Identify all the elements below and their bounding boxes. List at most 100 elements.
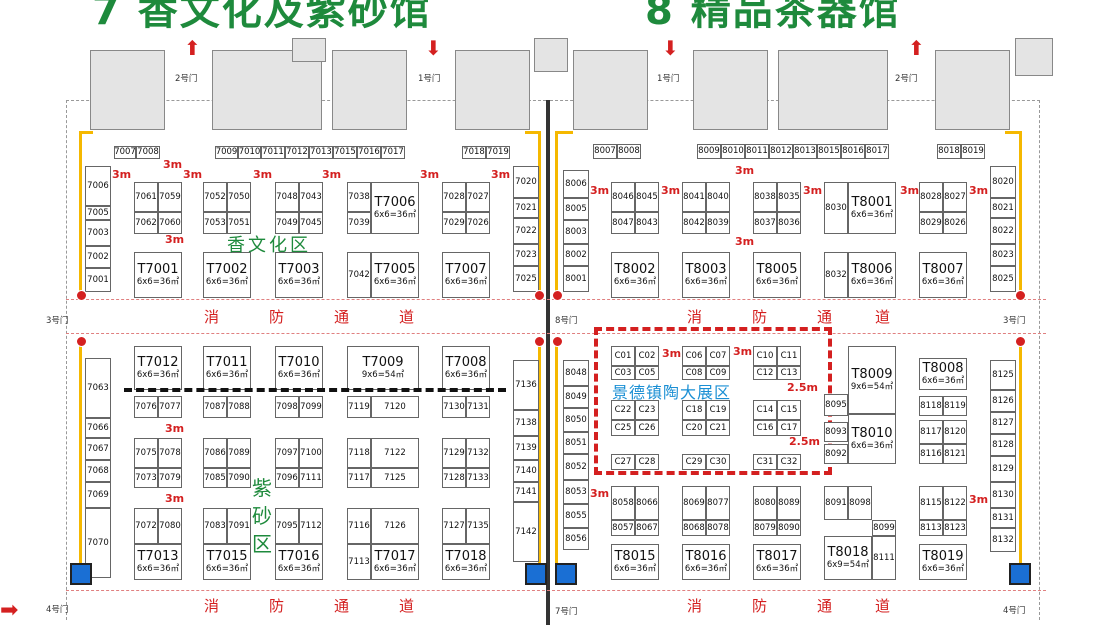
- booth[interactable]: 8067: [635, 520, 659, 536]
- booth[interactable]: C02: [635, 346, 659, 366]
- booth[interactable]: 8123: [943, 520, 967, 536]
- booth[interactable]: 7025: [513, 266, 539, 292]
- booth[interactable]: 8039: [706, 212, 730, 234]
- booth[interactable]: 8049: [563, 386, 589, 408]
- booth[interactable]: 8056: [563, 528, 589, 550]
- booth[interactable]: C16: [753, 420, 777, 436]
- booth[interactable]: 7010: [238, 146, 261, 159]
- booth[interactable]: 7076: [134, 396, 158, 418]
- booth[interactable]: 7077: [158, 396, 182, 418]
- booth[interactable]: 8048: [563, 360, 589, 386]
- booth[interactable]: C03: [611, 366, 635, 380]
- booth[interactable]: 7027: [466, 182, 490, 212]
- booth[interactable]: 8099: [872, 520, 896, 536]
- booth[interactable]: 7008: [136, 146, 160, 159]
- booth[interactable]: 8010: [721, 144, 745, 159]
- booth[interactable]: 7013: [309, 146, 333, 159]
- booth[interactable]: 7097: [275, 438, 299, 468]
- booth[interactable]: 7060: [158, 212, 182, 234]
- booth[interactable]: 8019: [961, 144, 985, 159]
- booth[interactable]: 7111: [299, 468, 323, 488]
- booth[interactable]: 8057: [611, 520, 635, 536]
- booth[interactable]: 8025: [990, 266, 1016, 292]
- booth[interactable]: 7028: [442, 182, 466, 212]
- booth[interactable]: 7007: [114, 146, 136, 159]
- booth[interactable]: 8016: [841, 144, 865, 159]
- booth[interactable]: 7026: [466, 212, 490, 234]
- booth[interactable]: C21: [706, 420, 730, 436]
- booth[interactable]: 7083: [203, 508, 227, 544]
- booth[interactable]: 8092: [824, 444, 848, 464]
- booth[interactable]: 8037: [753, 212, 777, 234]
- booth[interactable]: 8015: [817, 144, 841, 159]
- booth[interactable]: 8066: [635, 486, 659, 520]
- booth[interactable]: 7100: [299, 438, 323, 468]
- booth[interactable]: C12: [753, 366, 777, 380]
- booth[interactable]: 8017: [865, 144, 889, 159]
- booth[interactable]: 7129: [442, 438, 466, 468]
- booth[interactable]: 7080: [158, 508, 182, 544]
- booth[interactable]: 7053: [203, 212, 227, 234]
- booth[interactable]: 8022: [990, 218, 1016, 244]
- booth[interactable]: 8012: [769, 144, 793, 159]
- booth[interactable]: 7118: [347, 438, 371, 468]
- booth[interactable]: 8029: [919, 212, 943, 234]
- booth[interactable]: 8003: [563, 220, 589, 244]
- booth[interactable]: C28: [635, 454, 659, 470]
- booth[interactable]: C20: [682, 420, 706, 436]
- booth[interactable]: 8116: [919, 444, 943, 464]
- booth[interactable]: 8132: [990, 528, 1016, 552]
- booth[interactable]: 7126: [371, 508, 419, 544]
- booth[interactable]: 7141: [513, 482, 539, 502]
- booth[interactable]: 7038: [347, 182, 371, 212]
- booth[interactable]: 8119: [943, 396, 967, 416]
- booth[interactable]: 7017: [381, 146, 405, 159]
- booth[interactable]: 8052: [563, 454, 589, 480]
- booth[interactable]: 7050: [227, 182, 251, 212]
- booth[interactable]: 7113: [347, 544, 371, 580]
- booth[interactable]: 7087: [203, 396, 227, 418]
- booth[interactable]: 7079: [158, 468, 182, 488]
- booth[interactable]: 8041: [682, 182, 706, 212]
- booth[interactable]: 7012: [285, 146, 309, 159]
- booth[interactable]: 7003: [85, 220, 111, 246]
- booth[interactable]: 7022: [513, 218, 539, 244]
- booth[interactable]: 8130: [990, 482, 1016, 508]
- booth[interactable]: 7016: [357, 146, 381, 159]
- booth[interactable]: 8125: [990, 360, 1016, 390]
- booth[interactable]: 8122: [943, 486, 967, 520]
- booth[interactable]: 8036: [777, 212, 801, 234]
- booth[interactable]: 7119: [347, 396, 371, 418]
- booth[interactable]: 7011: [261, 146, 285, 159]
- booth[interactable]: C08: [682, 366, 706, 380]
- booth[interactable]: 7042: [347, 252, 371, 298]
- booth[interactable]: 8115: [919, 486, 943, 520]
- booth[interactable]: 7063: [85, 358, 111, 418]
- booth[interactable]: 7001: [85, 268, 111, 292]
- booth[interactable]: 7021: [513, 198, 539, 218]
- booth[interactable]: 7088: [227, 396, 251, 418]
- booth[interactable]: 7131: [466, 396, 490, 418]
- booth[interactable]: C29: [682, 454, 706, 470]
- booth[interactable]: 8091: [824, 486, 848, 520]
- booth[interactable]: 7078: [158, 438, 182, 468]
- booth[interactable]: 8005: [563, 198, 589, 220]
- booth[interactable]: 8051: [563, 432, 589, 454]
- booth[interactable]: C32: [777, 454, 801, 470]
- booth[interactable]: C14: [753, 400, 777, 420]
- booth[interactable]: 7068: [85, 460, 111, 482]
- booth[interactable]: 7005: [85, 206, 111, 220]
- booth[interactable]: 8045: [635, 182, 659, 212]
- booth[interactable]: 7135: [466, 508, 490, 544]
- booth[interactable]: 7117: [347, 468, 371, 488]
